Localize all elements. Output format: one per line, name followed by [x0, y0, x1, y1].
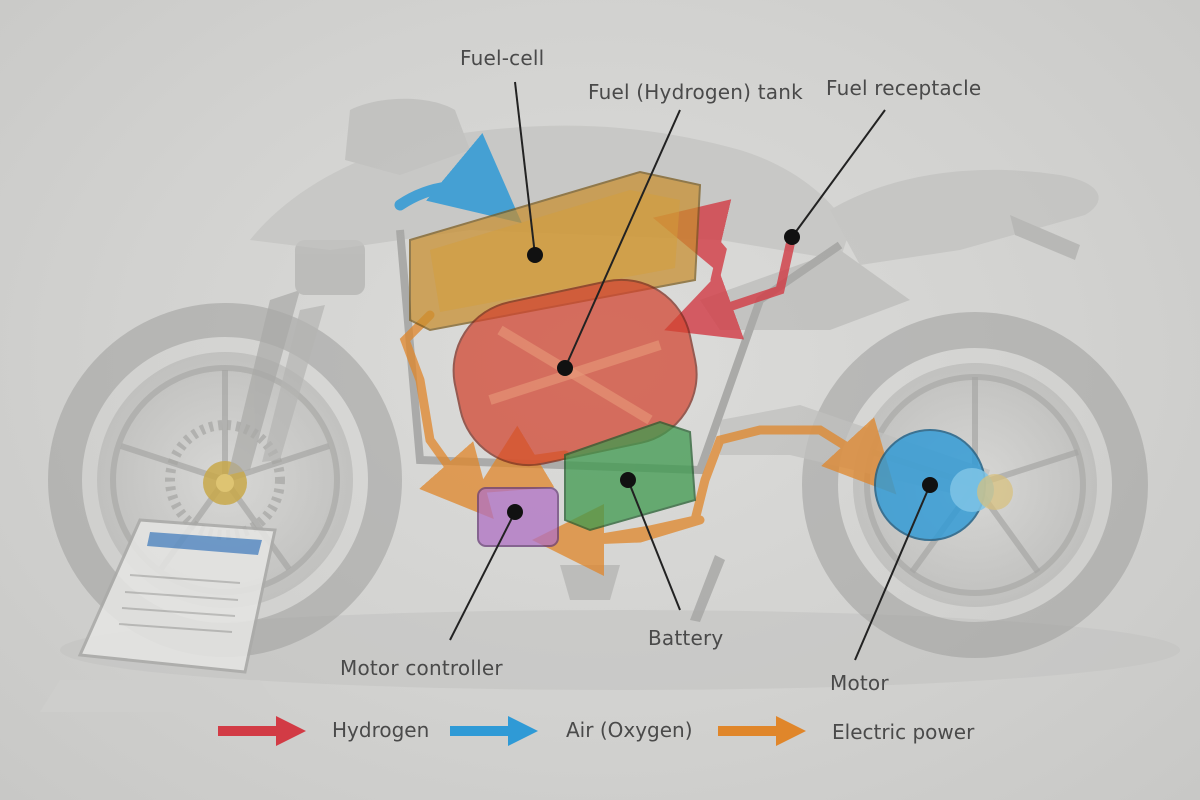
legend-electric-arrow [718, 716, 806, 746]
legend-air-arrow [450, 716, 538, 746]
info-placard [40, 518, 280, 712]
fuel-receptacle-label: Fuel receptacle [826, 76, 982, 100]
front-fork [228, 240, 365, 475]
legend-hydrogen-label: Hydrogen [332, 718, 430, 742]
battery-label: Battery [648, 626, 724, 650]
legend-arrows [218, 716, 806, 746]
air-path [394, 133, 522, 224]
motor-controller-label: Motor controller [340, 656, 503, 680]
fuel-cell-label: Fuel-cell [460, 46, 545, 70]
legend-hydrogen-arrow [218, 716, 306, 746]
battery-dot [620, 472, 636, 488]
fuel-receptacle-dot [784, 229, 800, 245]
hydrogen-tank-block [452, 278, 698, 467]
leader-dots [507, 229, 938, 520]
motor-dot [922, 477, 938, 493]
motor-controller-dot [507, 504, 523, 520]
fuel-cell-dot [527, 247, 543, 263]
hydrogen-tank-label: Fuel (Hydrogen) tank [588, 80, 803, 104]
leader-lines [449, 81, 931, 661]
hydrogen-tank-dot [557, 360, 573, 376]
legend-electric-label: Electric power [832, 720, 975, 744]
motor-label: Motor [830, 671, 889, 695]
legend-air-label: Air (Oxygen) [566, 718, 693, 742]
